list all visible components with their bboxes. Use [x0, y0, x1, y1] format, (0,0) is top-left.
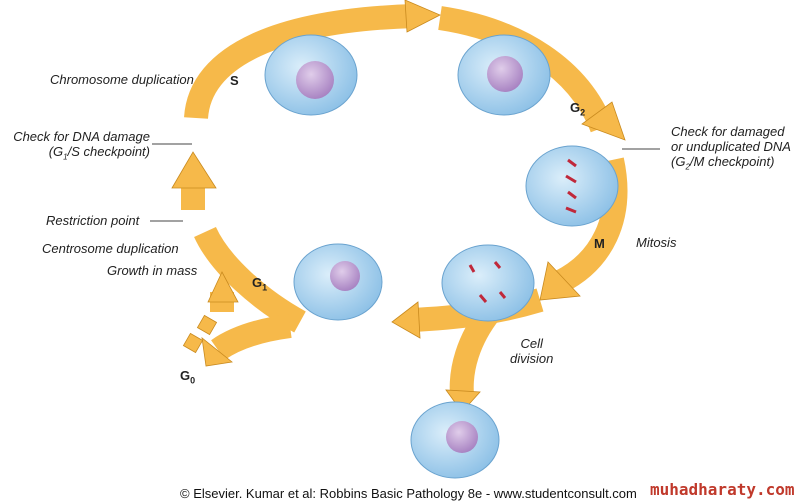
cell-daughter — [410, 401, 500, 479]
label-g1s-checkpoint: Check for DNA damage (G1/S checkpoint) — [0, 129, 150, 165]
cell-anaphase — [441, 244, 535, 322]
left-arrowhead — [391, 301, 421, 339]
phase-sub: 1 — [262, 282, 268, 293]
phase-g0: G0 — [180, 368, 195, 386]
label-line: or unduplicated DNA — [671, 139, 791, 154]
g0-dash-1 — [196, 314, 218, 336]
g2-arrowhead — [581, 101, 626, 141]
g0-arrowhead — [201, 337, 233, 367]
watermark: muhadharaty.com — [650, 480, 795, 499]
growth-arrowhead — [207, 271, 239, 303]
phase-g1: G1 — [252, 275, 267, 293]
s-phase-arrow — [184, 4, 416, 120]
label-part: (G — [671, 154, 686, 169]
label-growth-in-mass: Growth in mass — [107, 263, 198, 278]
g1-phase-arrow — [194, 226, 306, 333]
phase-letter: G — [252, 275, 263, 290]
cell-s — [264, 34, 358, 116]
phase-s: S — [230, 73, 239, 88]
phase-sub: 0 — [190, 375, 196, 386]
label-cell-division: Cell division — [510, 336, 553, 366]
cell-g1 — [293, 243, 383, 321]
label-centrosome-duplication: Centrosome duplication — [42, 241, 179, 256]
label-part: /M checkpoint) — [689, 154, 775, 169]
label-line: Cell — [520, 336, 543, 351]
cell-metaphase — [525, 145, 619, 227]
phase-m: M — [594, 236, 605, 251]
phase-g2: G2 — [570, 100, 585, 118]
cell-g2 — [457, 34, 551, 116]
s-arrowhead — [404, 0, 441, 33]
label-restriction-point: Restriction point — [46, 213, 140, 228]
m-arrowhead — [539, 261, 581, 301]
label-line: Check for damaged — [671, 124, 785, 139]
label-sub: 1 — [63, 152, 68, 162]
g0-dash-2 — [182, 332, 204, 354]
label-part: /S checkpoint) — [67, 144, 150, 159]
division-arrowhead — [445, 389, 481, 413]
label-g2m-checkpoint: Check for damaged or unduplicated DNA (G… — [671, 124, 791, 175]
copyright-credit: © Elsevier. Kumar et al: Robbins Basic P… — [180, 486, 637, 501]
label-part: (G — [48, 144, 64, 159]
label-chromosome-duplication: Chromosome duplication — [50, 72, 194, 87]
label-sub: 2 — [685, 162, 690, 172]
phase-letter: G — [180, 368, 191, 383]
cells — [264, 34, 619, 479]
restriction-arrowhead — [171, 151, 217, 189]
phase-sub: 2 — [580, 107, 586, 118]
label-mitosis: Mitosis — [636, 235, 677, 250]
label-line: division — [510, 351, 554, 366]
label-line: Check for DNA damage — [13, 129, 150, 144]
phase-letter: G — [570, 100, 581, 115]
g0-exit-arrow — [211, 314, 292, 361]
